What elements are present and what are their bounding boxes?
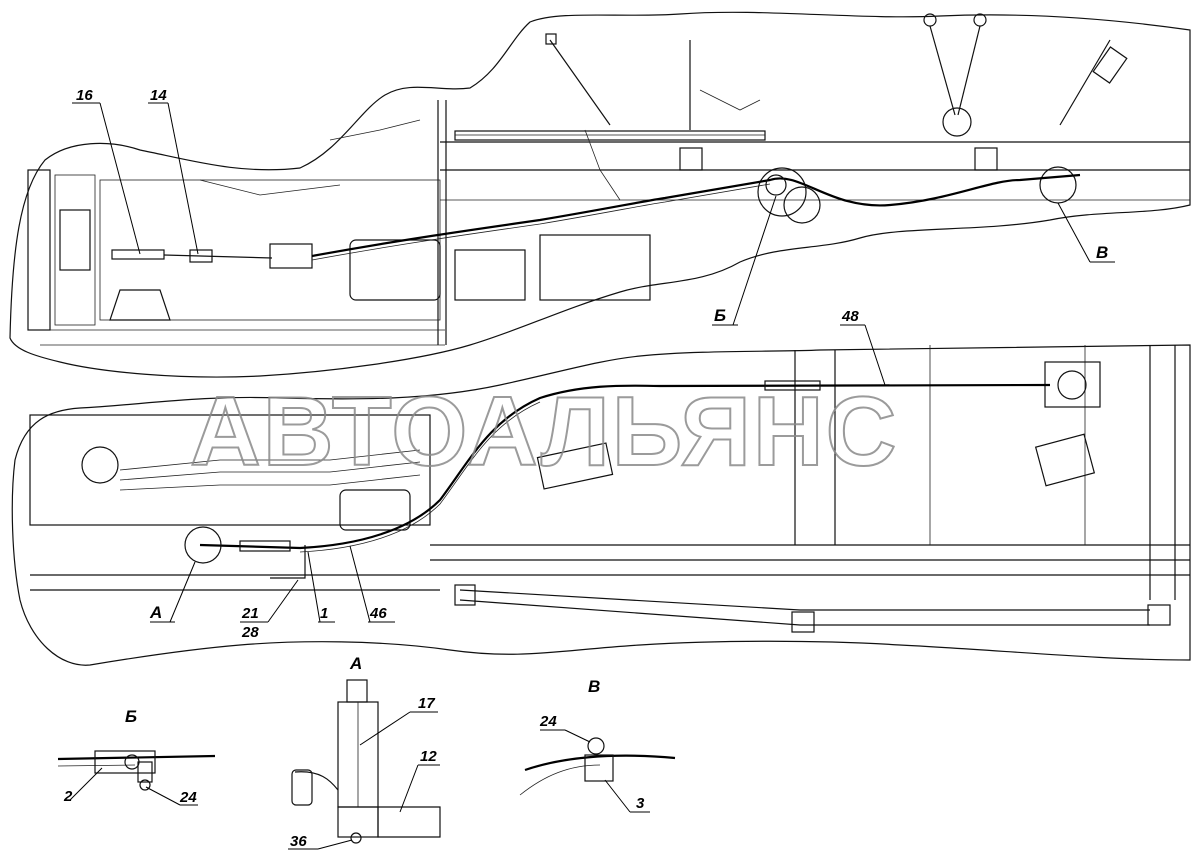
detail-v-part-24: 24 [539, 713, 557, 730]
starter-side [339, 489, 411, 531]
starter [349, 239, 441, 301]
pedal-box [1044, 361, 1101, 408]
detail-b-part-2: 2 [63, 788, 73, 805]
view-a-marker [184, 526, 222, 564]
spring-14 [189, 249, 213, 263]
pedal-pad [1092, 46, 1128, 84]
cable-sleeve [764, 380, 821, 391]
control-cable-lower [199, 383, 1051, 550]
detail-view-v: В 24 3 [519, 677, 676, 813]
detail-view-b: Б 2 24 [57, 707, 216, 806]
cotter-pin-36 [350, 832, 362, 844]
detail-b-part-24: 24 [179, 789, 197, 806]
callout-46: 46 [369, 605, 387, 622]
lower-break-outline [11, 344, 1191, 666]
bracket [454, 584, 476, 606]
callout-16: 16 [76, 87, 93, 104]
shift-knob [973, 13, 987, 27]
shift-lever [957, 25, 981, 116]
clamp-body [94, 750, 156, 774]
pedal-box [1034, 433, 1096, 487]
transmission [539, 234, 651, 301]
shift-lever [929, 25, 956, 116]
engine-mount [109, 289, 171, 321]
callout-28: 28 [241, 624, 259, 641]
cable-clamp [269, 243, 313, 269]
callout-48: 48 [841, 308, 859, 325]
callout-view-b: Б [714, 306, 726, 325]
floor-panel [454, 130, 766, 141]
bracket [1147, 604, 1171, 626]
shift-pivot [942, 107, 972, 137]
pedal-box-hole [1057, 370, 1087, 400]
cross-member [459, 599, 1150, 626]
view-b-marker [765, 174, 787, 196]
detail-a-part-17: 17 [418, 695, 435, 712]
pedal-lever [1059, 39, 1111, 126]
callout-view-a: А [149, 603, 162, 622]
pulley [783, 186, 821, 224]
spring-coil [291, 769, 313, 806]
rod-16 [111, 249, 165, 260]
frame-box [679, 147, 703, 171]
upper-view [9, 11, 1191, 378]
screw-head [139, 779, 151, 791]
screw-24 [587, 737, 605, 755]
fan-hub [81, 446, 119, 484]
detail-a-part-36: 36 [290, 833, 307, 850]
control-cable-upper [311, 173, 1081, 258]
pulley [757, 167, 807, 217]
radiator-core [54, 174, 96, 326]
rod-link [163, 254, 273, 259]
detail-b-title: Б [125, 707, 137, 726]
callouts: 16 14 Б В 48 А 21 28 1 46 [72, 87, 1115, 641]
cross-member [459, 589, 1150, 611]
pedal-box [536, 442, 614, 490]
pedal-lever [549, 39, 611, 126]
pin-top [346, 679, 368, 703]
callout-view-v: В [1096, 243, 1108, 262]
detail-v-part-3: 3 [636, 795, 645, 812]
detail-v-title: В [588, 677, 600, 696]
return-spring [294, 771, 339, 791]
callout-21: 21 [241, 605, 259, 622]
bracket-v-circle [1039, 166, 1077, 204]
lever-12 [377, 806, 441, 838]
clamp-screw [137, 761, 153, 783]
clamp-3 [584, 754, 614, 782]
pin-bottom [337, 806, 379, 838]
cable-sleeve [239, 540, 291, 552]
detail-view-a: А 17 12 36 [288, 654, 441, 850]
gearbox-housing [454, 249, 526, 301]
pedal-pad [545, 33, 557, 45]
radiator-tank [59, 209, 91, 271]
bracket [791, 611, 815, 633]
lower-view [11, 344, 1191, 666]
engine-side [29, 414, 431, 526]
callout-1: 1 [320, 605, 328, 622]
radiator [27, 169, 51, 331]
detail-a-title: А [349, 654, 362, 673]
callout-14: 14 [150, 87, 167, 104]
upper-break-outline [9, 11, 1191, 378]
bracket-21 [270, 545, 306, 579]
detail-a-part-12: 12 [420, 748, 437, 765]
frame-box [974, 147, 998, 171]
watermark: АВТОАЛЬЯНС [190, 376, 898, 486]
